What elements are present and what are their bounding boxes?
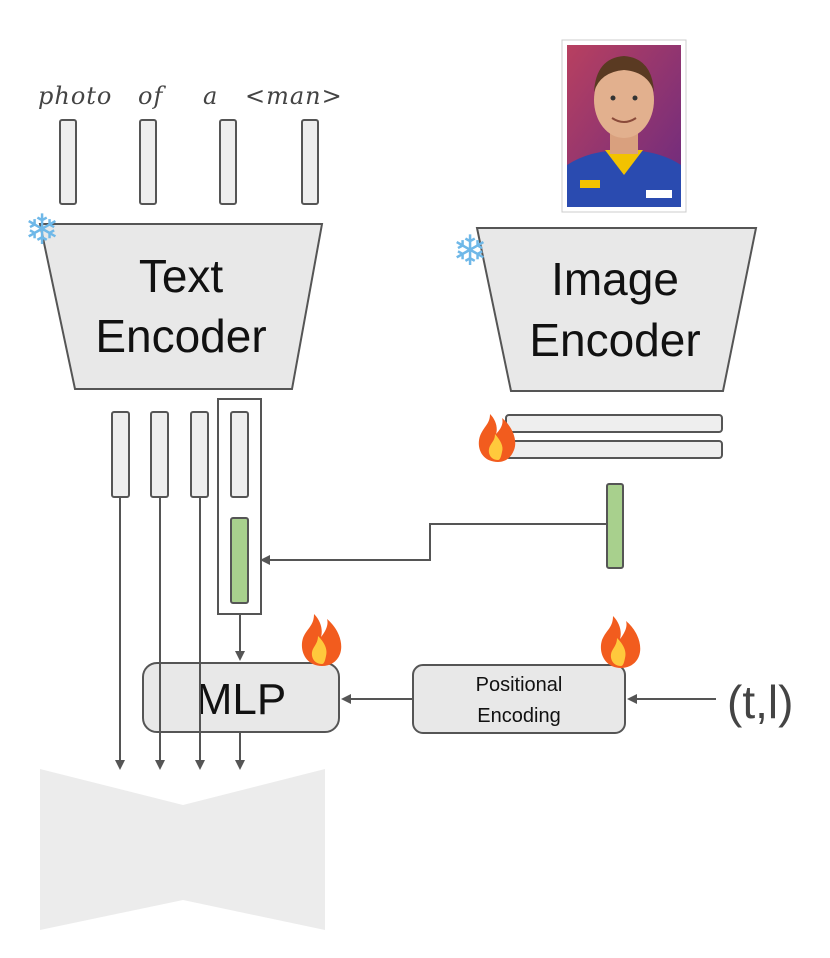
prompt-word-photo: photo [38, 82, 112, 110]
image-adapter-layers [505, 414, 723, 459]
output-token-3 [190, 411, 209, 498]
input-token-embeddings [59, 119, 319, 205]
unet-block [40, 769, 325, 930]
output-token-1 [111, 411, 130, 498]
image-encoder-block: Image Encoder [475, 227, 758, 392]
prompt-tokens: photo of a <man> [38, 82, 343, 110]
image-embedding-token [606, 483, 624, 569]
output-token-embeddings [111, 398, 262, 615]
positional-encoding-label-line2: Encoding [477, 705, 560, 727]
image-to-token-arrow [260, 523, 607, 565]
input-portrait-photo [561, 39, 687, 213]
text-encoder-label-line1: Text [139, 250, 224, 302]
mlp-block: MLP [142, 662, 340, 733]
prompt-word-of: of [138, 82, 166, 110]
text-encoder-label-line2: Encoder [95, 310, 266, 362]
adapter-layer-1 [505, 414, 723, 433]
input-token-1 [59, 119, 77, 205]
adapter-layer-2 [505, 440, 723, 459]
output-token-2 [150, 411, 169, 498]
input-token-4 [301, 119, 319, 205]
mlp-label: MLP [196, 675, 286, 724]
fire-icon [600, 616, 641, 668]
text-encoder-block: Text Encoder [38, 223, 324, 390]
image-encoder-label-line2: Encoder [529, 314, 700, 366]
positional-encoding-block: Positional Encoding [412, 664, 626, 734]
flow-arrows [115, 497, 716, 770]
input-token-3 [219, 119, 237, 205]
prompt-word-man: <man> [245, 82, 343, 110]
snowflake-icon: ❄ [24, 205, 59, 254]
snowflake-icon: ❄ [452, 226, 487, 275]
prompt-word-a: a [203, 82, 218, 110]
input-token-2 [139, 119, 157, 205]
output-token-4 [230, 411, 249, 498]
image-encoder-label-line1: Image [551, 253, 679, 305]
timestep-layer-input: (t,l) [727, 676, 793, 728]
fire-icon [478, 414, 516, 462]
injected-image-token [230, 517, 249, 604]
positional-encoding-label-line1: Positional [476, 674, 563, 696]
fire-icon [301, 614, 342, 666]
